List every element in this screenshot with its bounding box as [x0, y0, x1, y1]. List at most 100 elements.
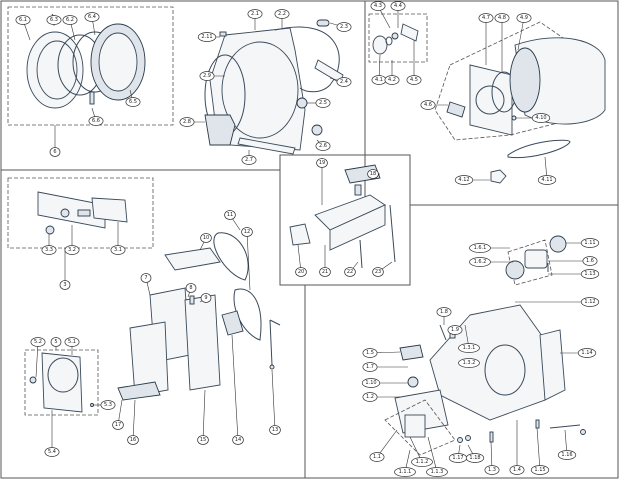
part-label-4-8: 4.8 — [498, 15, 506, 21]
part-label-2-3-bubble — [336, 22, 352, 32]
part-label-5-3-bubble — [100, 400, 116, 410]
part-label-1-6-2: 1.6.2 — [474, 259, 487, 265]
part-label-15-bubble — [197, 435, 209, 445]
part-label-1-1-2-bubble — [411, 457, 433, 467]
part-label-2-7: 2.7 — [245, 157, 253, 163]
part-label-1-14-bubble — [577, 348, 597, 358]
part-label-1-7: 1.7 — [366, 364, 374, 370]
part-label-19: 19 — [319, 160, 325, 166]
drum-bracket — [400, 23, 419, 42]
top-module-rod — [389, 204, 396, 263]
control-panel-display — [77, 209, 91, 217]
part-label-6-5-bubble — [125, 97, 141, 107]
part-label-1-8: 1.8 — [440, 309, 448, 315]
part-label-5-1: 5.1 — [68, 339, 76, 345]
part-label-2-6: 2.6 — [319, 143, 327, 149]
callout-bubbles — [15, 1, 600, 477]
part-label-1-4-bubble — [509, 465, 525, 475]
part-label-1-6-2-bubble — [469, 257, 491, 267]
part-label-1-11: 1.11 — [584, 240, 595, 246]
top-module-box — [279, 154, 411, 286]
part-label-1-1-3: 1.1.3 — [431, 469, 444, 475]
part-label-4-2: 4.2 — [388, 77, 396, 83]
part-label-1-3-1-bubble — [458, 343, 480, 353]
part-label-16-leader — [132, 399, 136, 441]
part-label-4-6-bubble — [420, 100, 436, 110]
part-label-15-leader — [202, 389, 206, 441]
part-label-7-bubble — [140, 273, 152, 283]
part-label-4-2-bubble — [384, 75, 400, 85]
motor-body — [524, 249, 548, 269]
control-panel-group-box — [7, 177, 154, 249]
part-label-4-12: 4.12 — [458, 177, 469, 183]
part-label-1-10: 1.10 — [365, 380, 376, 386]
part-label-11-bubble — [224, 210, 236, 220]
base-pump — [399, 344, 424, 361]
part-label-1-1-bubble — [369, 452, 385, 462]
drum-bearing-housing — [372, 35, 388, 55]
part-label-1-15: 1.15 — [534, 467, 545, 473]
front-frame-opening — [221, 41, 299, 139]
part-label-18-bubble — [367, 169, 379, 179]
drum-washer — [385, 36, 393, 46]
part-label-front_panel-group-bubble — [50, 337, 62, 347]
part-label-21-bubble — [319, 267, 331, 277]
part-label-23: 23 — [375, 269, 381, 275]
part-label-3-2: 3.2 — [68, 247, 76, 253]
drum-bushing — [391, 32, 399, 40]
base-section — [384, 304, 586, 456]
part-label-4-10-bubble — [531, 113, 551, 123]
part-label-22: 22 — [347, 269, 353, 275]
part-label-14-leader — [231, 334, 239, 441]
cabinet-right-panel — [184, 294, 221, 391]
part-label-4-3: 4.3 — [374, 3, 382, 9]
door-section — [7, 6, 174, 126]
part-label-6-1-bubble — [15, 15, 31, 25]
part-label-1-16: 1.16 — [561, 452, 572, 458]
part-label-12-leader — [246, 231, 251, 291]
front-frame-roller — [311, 124, 323, 136]
part-label-5-2: 5.2 — [34, 339, 42, 345]
part-label-9-bubble — [200, 293, 212, 303]
front-panel-opening — [47, 357, 79, 393]
part-label-4-3-bubble — [370, 1, 386, 11]
base-filter — [404, 414, 426, 438]
drum-rear-panel — [469, 64, 513, 136]
part-label-4-11: 4.11 — [541, 177, 552, 183]
drum-rear-ring — [475, 85, 505, 115]
part-label-11: 11 — [227, 212, 233, 218]
part-label-1-18: 1.18 — [469, 455, 480, 461]
part-label-4-6: 4.6 — [424, 102, 432, 108]
drum-belt — [507, 139, 571, 159]
part-label-1-10-bubble — [361, 378, 381, 388]
part-label-2-11-bubble — [197, 32, 217, 42]
base-hose — [549, 424, 581, 429]
cabinet-screw — [189, 295, 195, 305]
cabinet-rear-seal — [213, 232, 249, 281]
part-label-1-9: 1.9 — [451, 327, 459, 333]
top-module-door — [289, 223, 311, 246]
part-label-9: 9 — [204, 295, 207, 301]
cabinet-top-plate — [164, 247, 221, 271]
drum-subgroup-box — [368, 13, 428, 63]
door-glass — [36, 40, 78, 100]
part-label-1-15-leader — [536, 427, 541, 471]
part-label-4-12-bubble — [454, 175, 474, 185]
part-label-5-1-bubble — [64, 337, 80, 347]
part-label-2-9-bubble — [199, 71, 215, 81]
part-label-2-11: 2.11 — [201, 34, 212, 40]
part-label-2-1-bubble — [247, 9, 263, 19]
part-label-3-3: 3.3 — [45, 247, 53, 253]
part-label-2-9: 2.9 — [203, 73, 211, 79]
base-housing — [429, 304, 546, 421]
part-label-6-2-bubble — [62, 15, 78, 25]
part-label-2-7-bubble — [241, 155, 257, 165]
part-label-1-1-2: 1.1.2 — [416, 459, 429, 465]
front-frame-screw — [219, 31, 227, 37]
part-label-2-4: 2.4 — [340, 79, 348, 85]
part-label-1-1: 1.1 — [373, 454, 381, 460]
part-label-1-12: 1.12 — [584, 299, 595, 305]
part-label-2-2: 2.2 — [278, 11, 286, 17]
part-label-13: 13 — [272, 427, 278, 433]
